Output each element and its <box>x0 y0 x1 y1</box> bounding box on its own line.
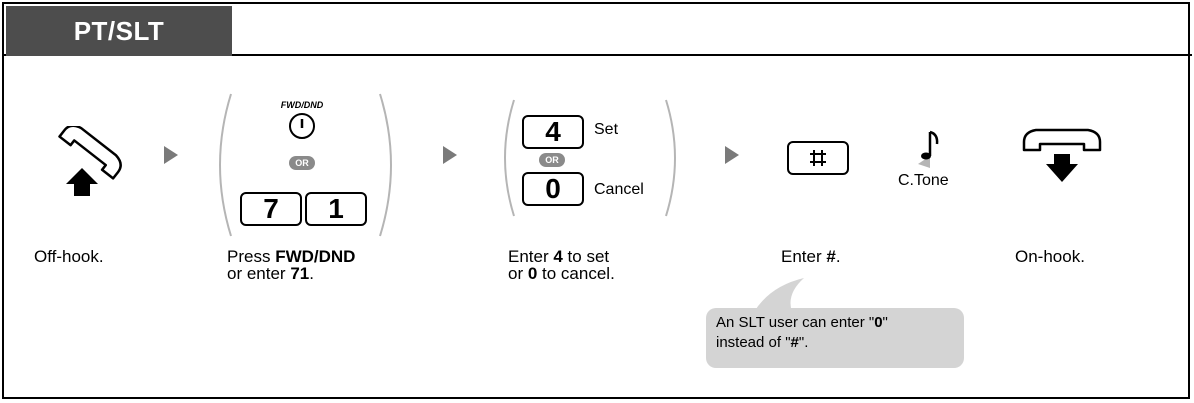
hash-key[interactable] <box>787 141 849 175</box>
hash-caption: Enter #. <box>781 247 841 266</box>
or-badge: OR <box>289 156 315 170</box>
digit-key-7[interactable]: 7 <box>240 192 302 226</box>
set-label: Set <box>594 121 619 138</box>
bubble-pointer <box>754 278 804 312</box>
confirmation-tone-icon <box>918 130 939 168</box>
header-bar: PT/SLT <box>4 4 1192 56</box>
hash-icon <box>810 150 826 166</box>
digit-key-4[interactable]: 4 <box>522 115 584 149</box>
header-tab: PT/SLT <box>6 6 232 56</box>
slt-note-bubble: An SLT user can enter "0" instead of "#"… <box>706 308 964 368</box>
setcancel-caption-line2: or 0 to cancel. <box>508 264 615 283</box>
fwd-caption-line1: Press FWD/DND <box>227 247 356 266</box>
step-arrow-3 <box>725 146 739 164</box>
right-paren <box>379 93 392 237</box>
digit-key-1[interactable]: 1 <box>305 192 367 226</box>
on-hook-handset-icon <box>1022 128 1102 182</box>
off-hook-handset-icon <box>58 126 122 196</box>
note-line1: An SLT user can enter "0" <box>716 314 888 331</box>
step-arrow-2 <box>443 146 457 164</box>
fwd-caption-line2: or enter 71. <box>227 264 314 283</box>
left-paren <box>219 93 232 237</box>
confirmation-tone-label: C.Tone <box>898 172 949 189</box>
on-hook-caption: On-hook. <box>1015 247 1085 266</box>
note-line2: instead of "#". <box>716 334 809 351</box>
step-arrow-1 <box>164 146 178 164</box>
left-paren-2 <box>504 99 515 217</box>
or-badge-2: OR <box>539 153 565 167</box>
fwd-dnd-key-label: FWD/DND <box>280 100 324 110</box>
right-paren-2 <box>665 99 676 217</box>
cancel-label: Cancel <box>594 181 644 198</box>
setcancel-caption-line1: Enter 4 to set <box>508 247 610 266</box>
off-hook-caption: Off-hook. <box>34 247 104 266</box>
fwd-dnd-button-icon[interactable] <box>287 111 317 141</box>
digit-key-0[interactable]: 0 <box>522 172 584 206</box>
